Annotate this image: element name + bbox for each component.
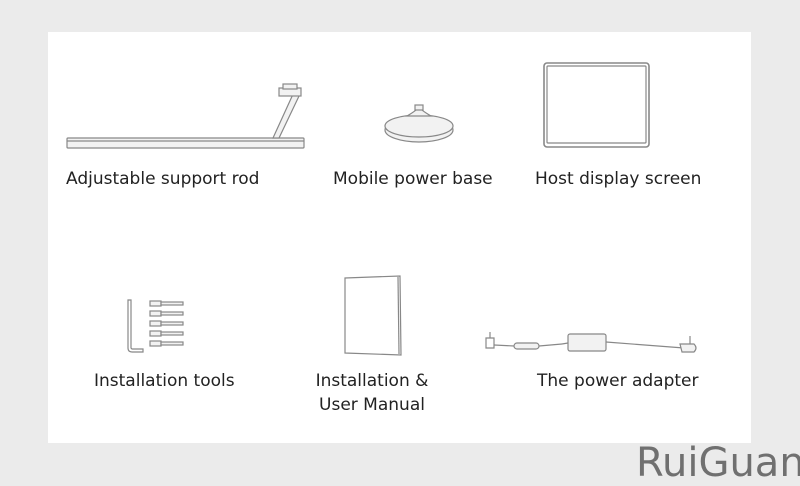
item-label-power-base: Mobile power base [333,169,493,189]
user-manual-label-line1: Installation & [315,371,429,391]
installation-tools-illustration [127,299,184,353]
brand-watermark: RuiGuan [636,440,800,486]
item-label-user-manual: Installation & User Manual [312,369,432,417]
user-manual-illustration [344,275,402,356]
package-contents-panel [48,32,751,443]
item-label-support-rod: Adjustable support rod [66,169,260,189]
item-label-installation-tools: Installation tools [94,371,235,391]
item-label-power-adapter: The power adapter [537,371,699,391]
item-label-display-screen: Host display screen [535,169,702,189]
power-base-illustration [384,104,454,143]
user-manual-label-line2: User Manual [319,395,425,415]
power-adapter-illustration [485,332,697,353]
display-screen-illustration [543,62,650,148]
support-rod-illustration [66,83,305,149]
